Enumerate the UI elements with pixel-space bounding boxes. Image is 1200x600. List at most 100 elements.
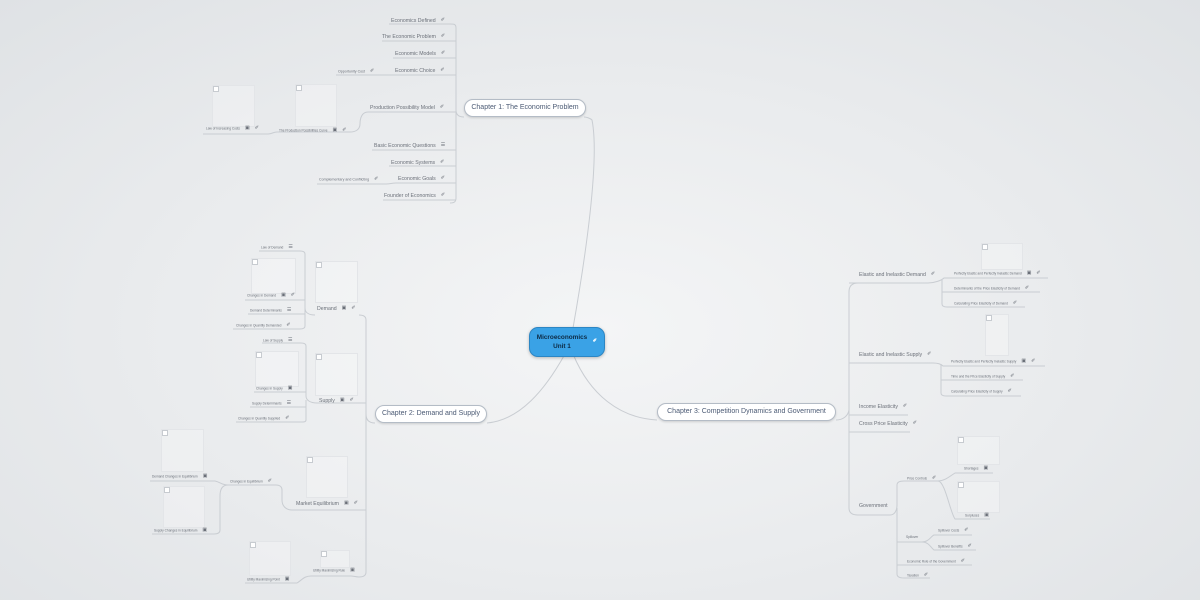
attachment-icon: ✐ — [349, 397, 354, 403]
topic-economics-defined[interactable]: Economics Defined✐ — [391, 18, 445, 24]
topic-economic-models[interactable]: Economic Models✐ — [395, 51, 445, 57]
attachment-icon: ✐ — [267, 478, 272, 484]
topic-market-equilibrium[interactable]: Market Equilibrium▣✐ — [296, 501, 358, 507]
topic-spillover-benefits[interactable]: Spillover Benefits✐ — [938, 544, 972, 549]
topic-economic-choice[interactable]: Economic Choice✐ — [395, 68, 445, 74]
topic-label: Time and the Price Elasticity of Supply — [951, 374, 1006, 379]
attachment-icon: ✐ — [351, 305, 356, 311]
attachment-icon: ✐ — [1036, 270, 1041, 276]
topic-elastic-inelastic-demand[interactable]: Elastic and Inelastic Demand✐ — [859, 272, 935, 278]
topic-label: Law of Demand — [261, 245, 284, 250]
attachment-icon: ✐ — [902, 403, 908, 409]
topic-economic-goals[interactable]: Economic Goals ✐ — [398, 176, 445, 182]
topic-production-possibility-model[interactable]: Production Possibility Model✐ — [370, 105, 444, 111]
topic-label: Changes in Quantity Supplied — [238, 416, 281, 421]
attachment-icon: ✐ — [1007, 388, 1012, 394]
topic-calculating-elasticity-demand[interactable]: Calculating Price Elasticity of Demand✐ — [954, 301, 1017, 306]
topic-time-elasticity-supply[interactable]: Time and the Price Elasticity of Supply ✐ — [951, 374, 1014, 379]
topic-perfectly-elastic-demand[interactable]: Perfectly Elastic and Perfectly Inelasti… — [954, 271, 1041, 276]
topic-label: Economic Choice — [395, 67, 436, 74]
topic-utility-maximizing-point[interactable]: Utility Maximizing Point▣ — [247, 577, 290, 582]
topic-label: Economic Goals — [398, 175, 436, 182]
attachment-icon: ✐ — [967, 543, 972, 549]
chapter-3-node[interactable]: Chapter 3: Competition Dynamics and Gove… — [657, 403, 836, 421]
attachment-icon: ✐ — [1010, 373, 1015, 379]
image-icon: ▣ — [341, 305, 347, 311]
topic-changes-in-equilibrium[interactable]: Changes in Equilibrium✐ — [230, 479, 272, 484]
topic-law-of-increasing-costs[interactable]: Law of Increasing Costs▣✐ — [206, 126, 259, 131]
topic-calculating-elasticity-supply[interactable]: Calculating Price Elasticity of Supply✐ — [951, 389, 1012, 394]
topic-label: Cross Price Elasticity — [859, 420, 908, 427]
topic-changes-quantity-demanded[interactable]: Changes in Quantity Demanded✐ — [236, 323, 291, 328]
topic-shortages[interactable]: Shortages▣ — [964, 466, 988, 471]
topic-label: Spillover Costs — [938, 528, 960, 533]
demand-changes-eq-image — [161, 429, 204, 472]
topic-law-of-supply[interactable]: Law of Supply☰ — [263, 338, 293, 343]
topic-utility-maximizing-rule[interactable]: Utility Maximizing Rule▣ — [313, 568, 355, 573]
topic-economic-role-government[interactable]: Economic Role of the Government✐ — [907, 559, 965, 564]
topic-label: Opportunity Cost — [338, 69, 365, 74]
topic-cross-price-elasticity[interactable]: Cross Price Elasticity ✐ — [859, 421, 917, 427]
chapter-2-node[interactable]: Chapter 2: Demand and Supply — [375, 405, 487, 423]
perfect-demand-image — [981, 243, 1023, 270]
topic-changes-in-supply[interactable]: Changes in Supply▣ — [256, 386, 293, 391]
image-icon: ▣ — [339, 397, 345, 403]
topic-label: Government — [859, 503, 888, 509]
topic-label: Basic Economic Questions — [374, 142, 436, 149]
topic-spillover[interactable]: Spillover — [906, 535, 918, 539]
topic-founder-of-economics[interactable]: Founder of Economics✐ — [384, 193, 445, 199]
attachment-icon: ✐ — [912, 420, 917, 426]
topic-law-of-demand[interactable]: Law of Demand☰ — [261, 245, 293, 250]
utility-rule-image — [320, 550, 350, 568]
attachment-icon: ✐ — [932, 475, 937, 481]
attachment-icon: ✐ — [1012, 300, 1018, 306]
topic-label: Determinants of the Price Elasticity of … — [954, 286, 1020, 291]
attachment-icon: ✐ — [1024, 285, 1030, 291]
topic-label: The Production Possibilities Curve — [279, 128, 328, 133]
attachment-icon: ✐ — [440, 175, 445, 181]
ppc-image — [295, 84, 337, 127]
topic-label: Income Elasticity — [859, 403, 898, 410]
supply-image — [315, 353, 358, 396]
topic-demand-determinants[interactable]: Demand Determinants☰ — [250, 308, 291, 313]
topic-label: Demand — [317, 305, 337, 312]
topic-label: Perfectly Elastic and Perfectly Inelasti… — [951, 359, 1017, 364]
topic-label: The Economic Problem — [382, 33, 436, 40]
perfect-supply-image — [985, 314, 1009, 356]
topic-spillover-costs[interactable]: Spillover Costs ✐ — [938, 528, 968, 533]
topic-supply-changes-equilibrium[interactable]: Supply Changes in Equilibrium▣ — [154, 528, 207, 533]
topic-supply-determinants[interactable]: Supply Determinants☰ — [252, 401, 291, 406]
topic-production-possibilities-curve[interactable]: The Production Possibilities Curve▣✐ — [279, 128, 346, 133]
image-icon: ▣ — [245, 125, 250, 131]
topic-economic-problem[interactable]: The Economic Problem✐ — [382, 34, 445, 40]
topic-elastic-inelastic-supply[interactable]: Elastic and Inelastic Supply✐ — [859, 352, 931, 358]
topic-complementary-conflicting[interactable]: Complementary and Conflicting✐ — [319, 177, 378, 182]
topic-basic-economic-questions[interactable]: Basic Economic Questions☰ — [374, 143, 445, 149]
topic-taxation[interactable]: Taxation✐ — [907, 573, 928, 578]
topic-label: Demand Determinants — [250, 308, 282, 313]
topic-surpluses[interactable]: Surpluses▣ — [965, 513, 989, 518]
topic-label: Shortages — [964, 466, 979, 471]
topic-changes-quantity-supplied[interactable]: Changes in Quantity Supplied✐ — [238, 416, 289, 421]
surpluses-image — [957, 481, 1000, 513]
chapter-1-node[interactable]: Chapter 1: The Economic Problem — [464, 99, 586, 117]
topic-income-elasticity[interactable]: Income Elasticity ✐ — [859, 404, 907, 410]
topic-government[interactable]: Government — [859, 503, 888, 509]
topic-demand-changes-equilibrium[interactable]: Demand Changes in Equilibrium▣ — [152, 474, 207, 479]
topic-determinants-price-elasticity-demand[interactable]: Determinants of the Price Elasticity of … — [954, 286, 1029, 291]
topic-perfectly-elastic-supply[interactable]: Perfectly Elastic and Perfectly Inelasti… — [951, 359, 1035, 364]
topic-opportunity-cost[interactable]: Opportunity Cost ✐ — [338, 69, 374, 74]
image-icon: ▣ — [284, 576, 290, 582]
topic-demand[interactable]: Demand ▣ ✐ — [317, 306, 356, 312]
topic-label: Changes in Quantity Demanded — [236, 323, 282, 328]
topic-supply[interactable]: Supply▣✐ — [319, 398, 354, 404]
image-icon: ▣ — [202, 473, 208, 479]
attachment-icon: ✐ — [964, 527, 969, 533]
topic-economic-systems[interactable]: Economic Systems✐ — [391, 160, 444, 166]
attachment-icon: ✐ — [369, 68, 375, 74]
topic-price-controls[interactable]: Price Controls ✐ — [907, 476, 936, 481]
topic-changes-in-demand[interactable]: Changes in Demand▣✐ — [247, 293, 295, 298]
topic-label: Price Controls — [907, 476, 928, 481]
